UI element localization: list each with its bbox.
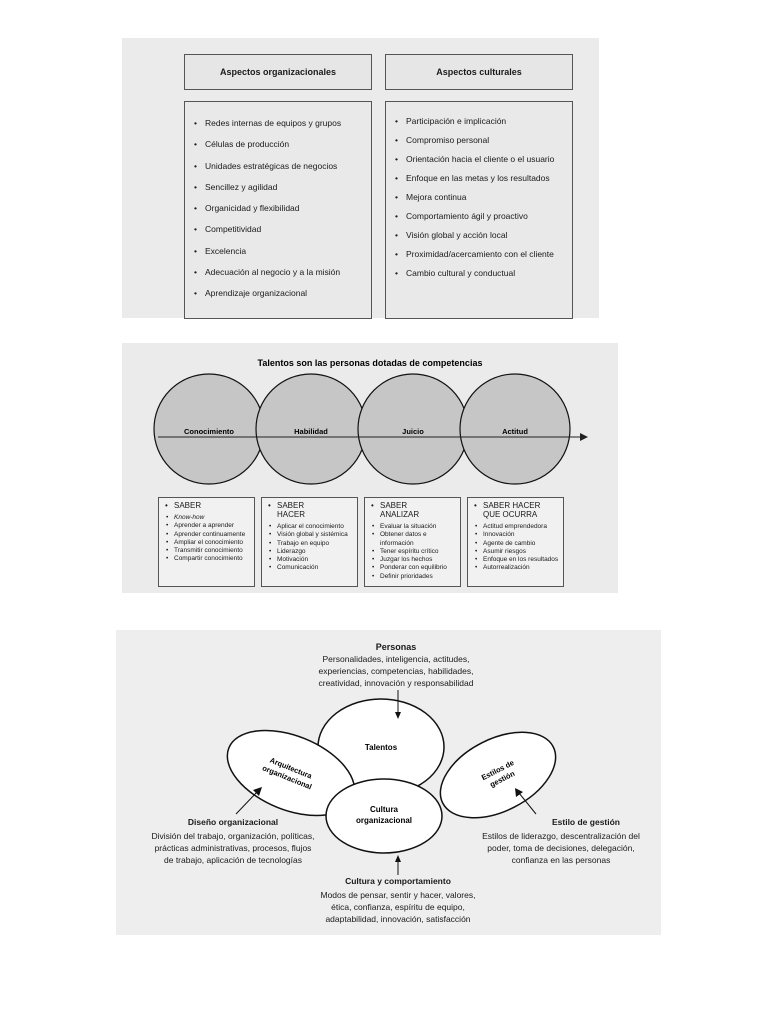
talent-title: Talentos son las personas dotadas de com… <box>258 358 483 368</box>
competency-item: Evaluar la situación <box>372 523 456 532</box>
arrow-personas-head <box>395 712 401 719</box>
aspect-list-item: Proximidad/acercamiento con el cliente <box>395 249 572 260</box>
competency-item: Transmitir conocimiento <box>166 547 250 556</box>
competency-item: Comunicación <box>269 564 353 573</box>
talentos-label: Talentos <box>365 743 398 752</box>
competency-box: SABER HACER QUE OCURRA Actitud emprendedo… <box>467 497 564 587</box>
competency-item: Obtener datos e información <box>372 531 456 548</box>
estilo-line: poder, toma de decisiones, delegación, <box>487 843 635 853</box>
cultura-comp-line: adaptabilidad, innovación, satisfacción <box>325 914 471 924</box>
talent-model-diagram: Talentos Arquitectura organizacional Est… <box>226 690 557 875</box>
arrow-estilo-head <box>515 788 523 797</box>
header-aspectos-organizacionales: Aspectos organizacionales <box>184 54 372 90</box>
arrow-cultura-head <box>395 855 401 862</box>
competency-item: Visión global y sistémica <box>269 531 353 540</box>
competency-item: Autorrealización <box>475 564 559 573</box>
competency-item: Motivación <box>269 556 353 565</box>
diseno-line: prácticas administrativas, procesos, flu… <box>154 843 312 853</box>
competency-box: SABER Know-howAprender a aprenderAprender… <box>158 497 255 587</box>
aspect-list-item: Orientación hacia el cliente o el usuari… <box>395 154 572 165</box>
figure-organizational-cultural-aspects: Aspectos organizacionales Aspectos cultu… <box>122 38 599 319</box>
aspect-list-item: Comportamiento ágil y proactivo <box>395 211 572 222</box>
competency-item: Enfoque en los resultados <box>475 556 559 565</box>
aspect-list-item: Compromiso personal <box>395 135 572 146</box>
aspect-list-item: Enfoque en las metas y los resultados <box>395 173 572 184</box>
competency-item: Aprender a aprender <box>166 522 250 531</box>
aspect-list-item: Mejora continua <box>395 192 572 203</box>
competency-box: SABER ANALIZAR Evaluar la situaciónObtene… <box>364 497 461 587</box>
competency-item: Agente de cambio <box>475 540 559 549</box>
competency-box-title: SABER ANALIZAR <box>371 501 456 519</box>
aspect-list-item: Competitividad <box>194 224 371 235</box>
aspect-list-item: Sencillez y agilidad <box>194 182 371 193</box>
competency-item: Aplicar el conocimiento <box>269 523 353 532</box>
estilo-block: Estilo de gestión Estilos de liderazgo, … <box>461 816 661 866</box>
aspect-list-item: Unidades estratégicas de negocios <box>194 161 371 172</box>
organizational-aspects-list: Redes internas de equipos y gruposCélula… <box>184 101 372 319</box>
cultura-oval <box>325 778 443 854</box>
aspect-list-item: Excelencia <box>194 246 371 257</box>
estilo-line: confianza en las personas <box>511 855 611 865</box>
competency-item: Ampliar el conocimiento <box>166 539 250 548</box>
competency-circle-label: Actitud <box>502 427 528 436</box>
competency-circle-label: Conocimiento <box>184 427 234 436</box>
competency-circle-label: Juicio <box>402 427 424 436</box>
cultura-label-2: organizacional <box>356 816 412 825</box>
competency-circle-label: Habilidad <box>294 427 328 436</box>
aspect-list-item: Visión global y acción local <box>395 230 572 241</box>
competency-item: Trabajo en equipo <box>269 540 353 549</box>
competency-item: Ponderar con equilibrio <box>372 564 456 573</box>
estilo-line: Estilos de liderazgo, descentralización … <box>482 831 640 841</box>
competency-box-title: SABER HACER QUE OCURRA <box>474 501 559 519</box>
competencies-arrow-head <box>580 433 588 441</box>
arrow-diseno-head <box>253 787 262 796</box>
estilos-oval <box>439 731 557 819</box>
figure-talent-competencies: Talentos son las personas dotadas de com… <box>122 343 618 593</box>
competency-item: Asumir riesgos <box>475 548 559 557</box>
competency-box-title: SABER <box>165 501 250 510</box>
personas-line: experiencias, competencias, habilidades, <box>318 666 474 676</box>
competency-item: Definir prioridades <box>372 573 456 582</box>
header-aspectos-culturales: Aspectos culturales <box>385 54 573 90</box>
arrow-estilo <box>518 792 537 815</box>
aspect-list-item: Células de producción <box>194 139 371 150</box>
competency-item: Know-how <box>166 514 250 523</box>
cultura-label-1: Cultura <box>370 805 399 814</box>
competency-item: Innovación <box>475 531 559 540</box>
cultura-comp-line: ética, confianza, espíritu de equipo, <box>331 902 465 912</box>
competency-item: Aprender continuamente <box>166 531 250 540</box>
aspect-list-item: Organicidad y flexibilidad <box>194 203 371 214</box>
diseno-line: División del trabajo, organización, polí… <box>151 831 315 841</box>
aspect-list-item: Redes internas de equipos y grupos <box>194 118 371 129</box>
personas-line: creatividad, innovación y responsabilida… <box>318 678 474 688</box>
competencies-circles-diagram: Talentos son las personas dotadas de com… <box>153 358 588 485</box>
competency-item: Liderazgo <box>269 548 353 557</box>
cultural-aspects-list: Participación e implicaciónCompromiso pe… <box>385 101 573 319</box>
diseno-title: Diseño organizacional <box>187 817 279 827</box>
aspect-list-item: Participación e implicación <box>395 116 572 127</box>
competency-box-title: SABER HACER <box>268 501 353 519</box>
competency-item: Compartir conocimiento <box>166 555 250 564</box>
cultura-comp-title: Cultura y comportamiento <box>345 876 451 886</box>
estilo-title: Estilo de gestión <box>551 817 620 827</box>
aspect-list-item: Aprendizaje organizacional <box>194 288 371 299</box>
cultura-comp-line: Modos de pensar, sentir y hacer, valores… <box>320 890 476 900</box>
competency-box: SABER HACER Aplicar el conocimientoVisión… <box>261 497 358 587</box>
aspect-list-item: Cambio cultural y conductual <box>395 268 572 279</box>
competency-circle <box>459 373 571 485</box>
aspect-list-item: Adecuación al negocio y a la misión <box>194 267 371 278</box>
diseno-line: de trabajo, aplicación de tecnologías <box>164 855 302 865</box>
competency-item: Tener espíritu crítico <box>372 548 456 557</box>
cultura-comportamiento-block: Cultura y comportamiento Modos de pensar… <box>288 875 508 925</box>
figure-talent-management-model: Personas Personalidades, inteligencia, a… <box>116 630 661 935</box>
personas-title: Personas <box>375 642 417 652</box>
personas-line: Personalidades, inteligencia, actitudes, <box>322 654 470 664</box>
competency-item: Juzgar los hechos <box>372 556 456 565</box>
personas-block: Personas Personalidades, inteligencia, a… <box>286 641 506 689</box>
arrow-diseno <box>235 791 258 815</box>
competency-item: Actitud emprendedora <box>475 523 559 532</box>
diseno-block: Diseño organizacional División del traba… <box>128 816 338 866</box>
